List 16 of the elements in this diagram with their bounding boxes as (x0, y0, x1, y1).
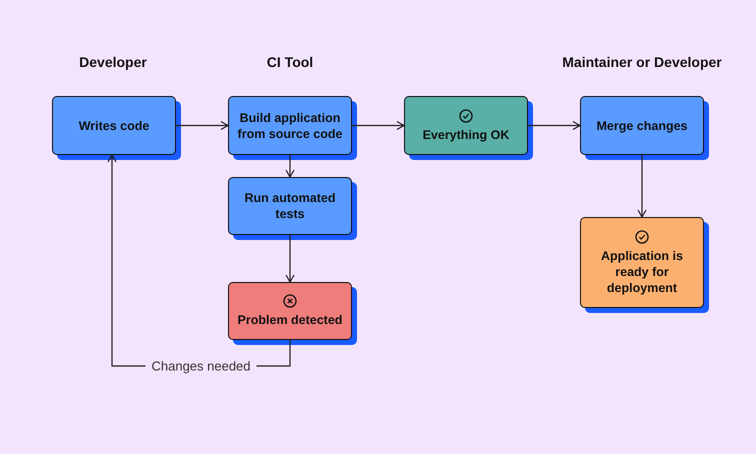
arrow (285, 235, 295, 283)
column-heading: Developer (79, 53, 147, 72)
process-box: Everything OK (404, 96, 528, 155)
process-box: Run automated tests (228, 177, 352, 235)
arrow (285, 155, 295, 178)
arrow (352, 120, 405, 130)
arrow (637, 155, 647, 218)
arrow (528, 120, 581, 130)
column-heading: CI Tool (266, 53, 314, 72)
column-heading: Maintainer or Developer (562, 53, 722, 72)
process-box: Build application from source code (228, 96, 352, 155)
process-box: Problem detected (228, 282, 352, 340)
arrow (176, 120, 229, 130)
process-box: Merge changes (580, 96, 704, 155)
process-box: Application is ready for deployment (580, 217, 704, 308)
process-box: Writes code (52, 96, 176, 155)
